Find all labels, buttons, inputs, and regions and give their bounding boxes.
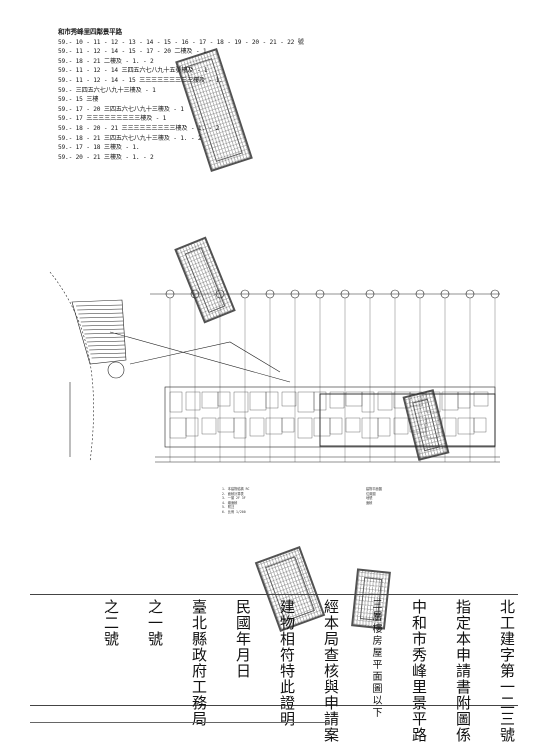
room-outline — [217, 417, 235, 433]
address-line: 59.- 18 - 21 三四五六七八九十三樓及 - 1. - 2 — [58, 134, 202, 142]
address-line: 59.- 11 - 12 - 14 - 15 三三三三三三三三三樓及 - 1. — [58, 76, 223, 84]
address-line: 59.- 18 - 21 二樓及 - 1. - 2 — [58, 57, 154, 65]
note-line: 6. 比例 1/200 — [222, 509, 246, 514]
stair-step — [75, 304, 123, 307]
address-line: 59.- 17 - 20 三四五六七八九十三樓及 - 1 — [58, 105, 184, 113]
room-outline — [233, 391, 249, 413]
stair-step — [84, 332, 125, 335]
address-line: 59.- 三四五六七八九十三樓及 - 1 — [58, 86, 156, 94]
stair-step — [85, 336, 125, 339]
stair-step — [83, 328, 124, 331]
room-outline — [393, 417, 409, 435]
note-line: 地號 — [366, 496, 373, 501]
address-line: 59.- 17 三三三三三三三三三樓及 - 1 — [58, 115, 167, 123]
room-outline — [377, 391, 393, 411]
stair-step — [90, 352, 126, 355]
certificate-column: 之二號 — [102, 599, 120, 647]
room-outline — [377, 417, 391, 437]
stair-step — [80, 320, 124, 323]
floor-plan-drawing — [49, 271, 500, 463]
room-outline — [297, 417, 313, 439]
stair-step — [79, 316, 123, 319]
room-outline — [329, 417, 343, 435]
room-outline — [249, 391, 267, 411]
certificate-column: 北工建字第一二三號 — [498, 599, 516, 743]
address-list: 和市秀峰里四鄰景平路 59.- 10 - 11 - 12 - 13 - 14 -… — [58, 28, 308, 162]
room-outline — [233, 417, 247, 439]
room-outline — [185, 417, 199, 437]
address-line: 59.- 17 - 18 三樓及 - 1. — [58, 144, 140, 152]
address-line: 59.- 11 - 12 - 14 - 15 - 17 - 20 二樓及 - 1 — [58, 48, 207, 56]
room-outline — [361, 391, 375, 413]
room-outline — [281, 391, 297, 407]
stair-step — [91, 356, 126, 359]
address-line: 59.- 18 - 20 - 21 三三三三三三三三三樓及 - 1. - 2 — [58, 124, 220, 132]
room-outline — [265, 391, 279, 409]
room-outline — [441, 417, 457, 437]
address-line: 59.- 15 三樓 — [58, 96, 99, 104]
room-outline — [473, 417, 487, 433]
note-line: 位置圖 — [366, 491, 376, 496]
room-outline — [457, 417, 475, 435]
room-outline — [201, 417, 217, 435]
room-outline — [297, 391, 315, 413]
room-outline — [441, 391, 459, 411]
note-line: 5. 附註 — [222, 505, 235, 510]
room-outline — [457, 391, 471, 409]
note-line: 建物平面圖 — [366, 487, 382, 491]
room-outline — [313, 417, 331, 437]
certificate-column: 臺北縣政府工務局 — [190, 599, 208, 727]
note-line: 2. 面積計算表 — [222, 491, 244, 496]
certificate-column: 經本局查核與申請案 — [322, 599, 340, 743]
room-outline — [425, 417, 439, 439]
certificate-column: 指定本申請書附圖係 — [454, 599, 472, 743]
note-line: 1. 本建物結構 RC — [222, 487, 250, 491]
address-line: 59.- 11 - 12 - 14 三四五六七八九十五號樓及 - 1 — [58, 67, 208, 75]
room-outline — [265, 417, 283, 435]
stair-step — [78, 312, 123, 315]
room-outline — [169, 391, 183, 413]
address-line: 59.- 20 - 21 三樓及 - 1. - 2 — [58, 153, 154, 161]
room-outline — [345, 417, 361, 433]
room-outline — [217, 391, 231, 407]
stair-step — [89, 348, 126, 351]
room-outline — [313, 391, 327, 411]
room-outline — [473, 391, 489, 407]
certificate-column: 之一號 — [146, 599, 164, 647]
room-outline — [201, 391, 219, 409]
certificate-column: 民國年月日 — [234, 599, 252, 679]
room-outline — [249, 417, 265, 437]
stair-step — [86, 340, 125, 343]
address-line: 59.- 10 - 11 - 12 - 13 - 14 - 15 - 16 - … — [58, 38, 304, 46]
note-line: 3. 一層 2F 3F — [222, 496, 246, 501]
address-lines: 59.- 10 - 11 - 12 - 13 - 14 - 15 - 16 - … — [58, 38, 308, 163]
certificate-text: 北工建字第一二三號 指定本申請書附圖係 中和市秀峰里景平路 三層樓房屋平面圖以下 經本局… — [30, 594, 518, 743]
certificate-column: 建物相符特此證明 — [278, 599, 296, 727]
room-outline — [185, 391, 201, 411]
room-outline — [425, 391, 441, 413]
certificate-column: 三層樓房屋平面圖以下 — [370, 599, 381, 719]
stair-step — [81, 324, 124, 327]
room-outline — [169, 417, 187, 439]
room-outline — [409, 391, 423, 407]
note-line: 面積 — [366, 500, 373, 505]
stair-step — [77, 308, 123, 311]
room-outline — [329, 391, 345, 409]
stair-step — [87, 344, 126, 347]
note-line: 4. 總面積 — [222, 500, 238, 505]
room-outline — [409, 417, 427, 433]
footer-rule — [30, 722, 330, 723]
address-title-text: 和市秀峰里四鄰景平路 — [58, 28, 122, 36]
address-title: 和市秀峰里四鄰景平路 — [58, 28, 308, 38]
drawing-legend: 建物平面圖位置圖地號面積 — [366, 487, 516, 505]
room-outline — [281, 417, 295, 433]
certificate-column: 中和市秀峰里景平路 — [410, 599, 428, 743]
